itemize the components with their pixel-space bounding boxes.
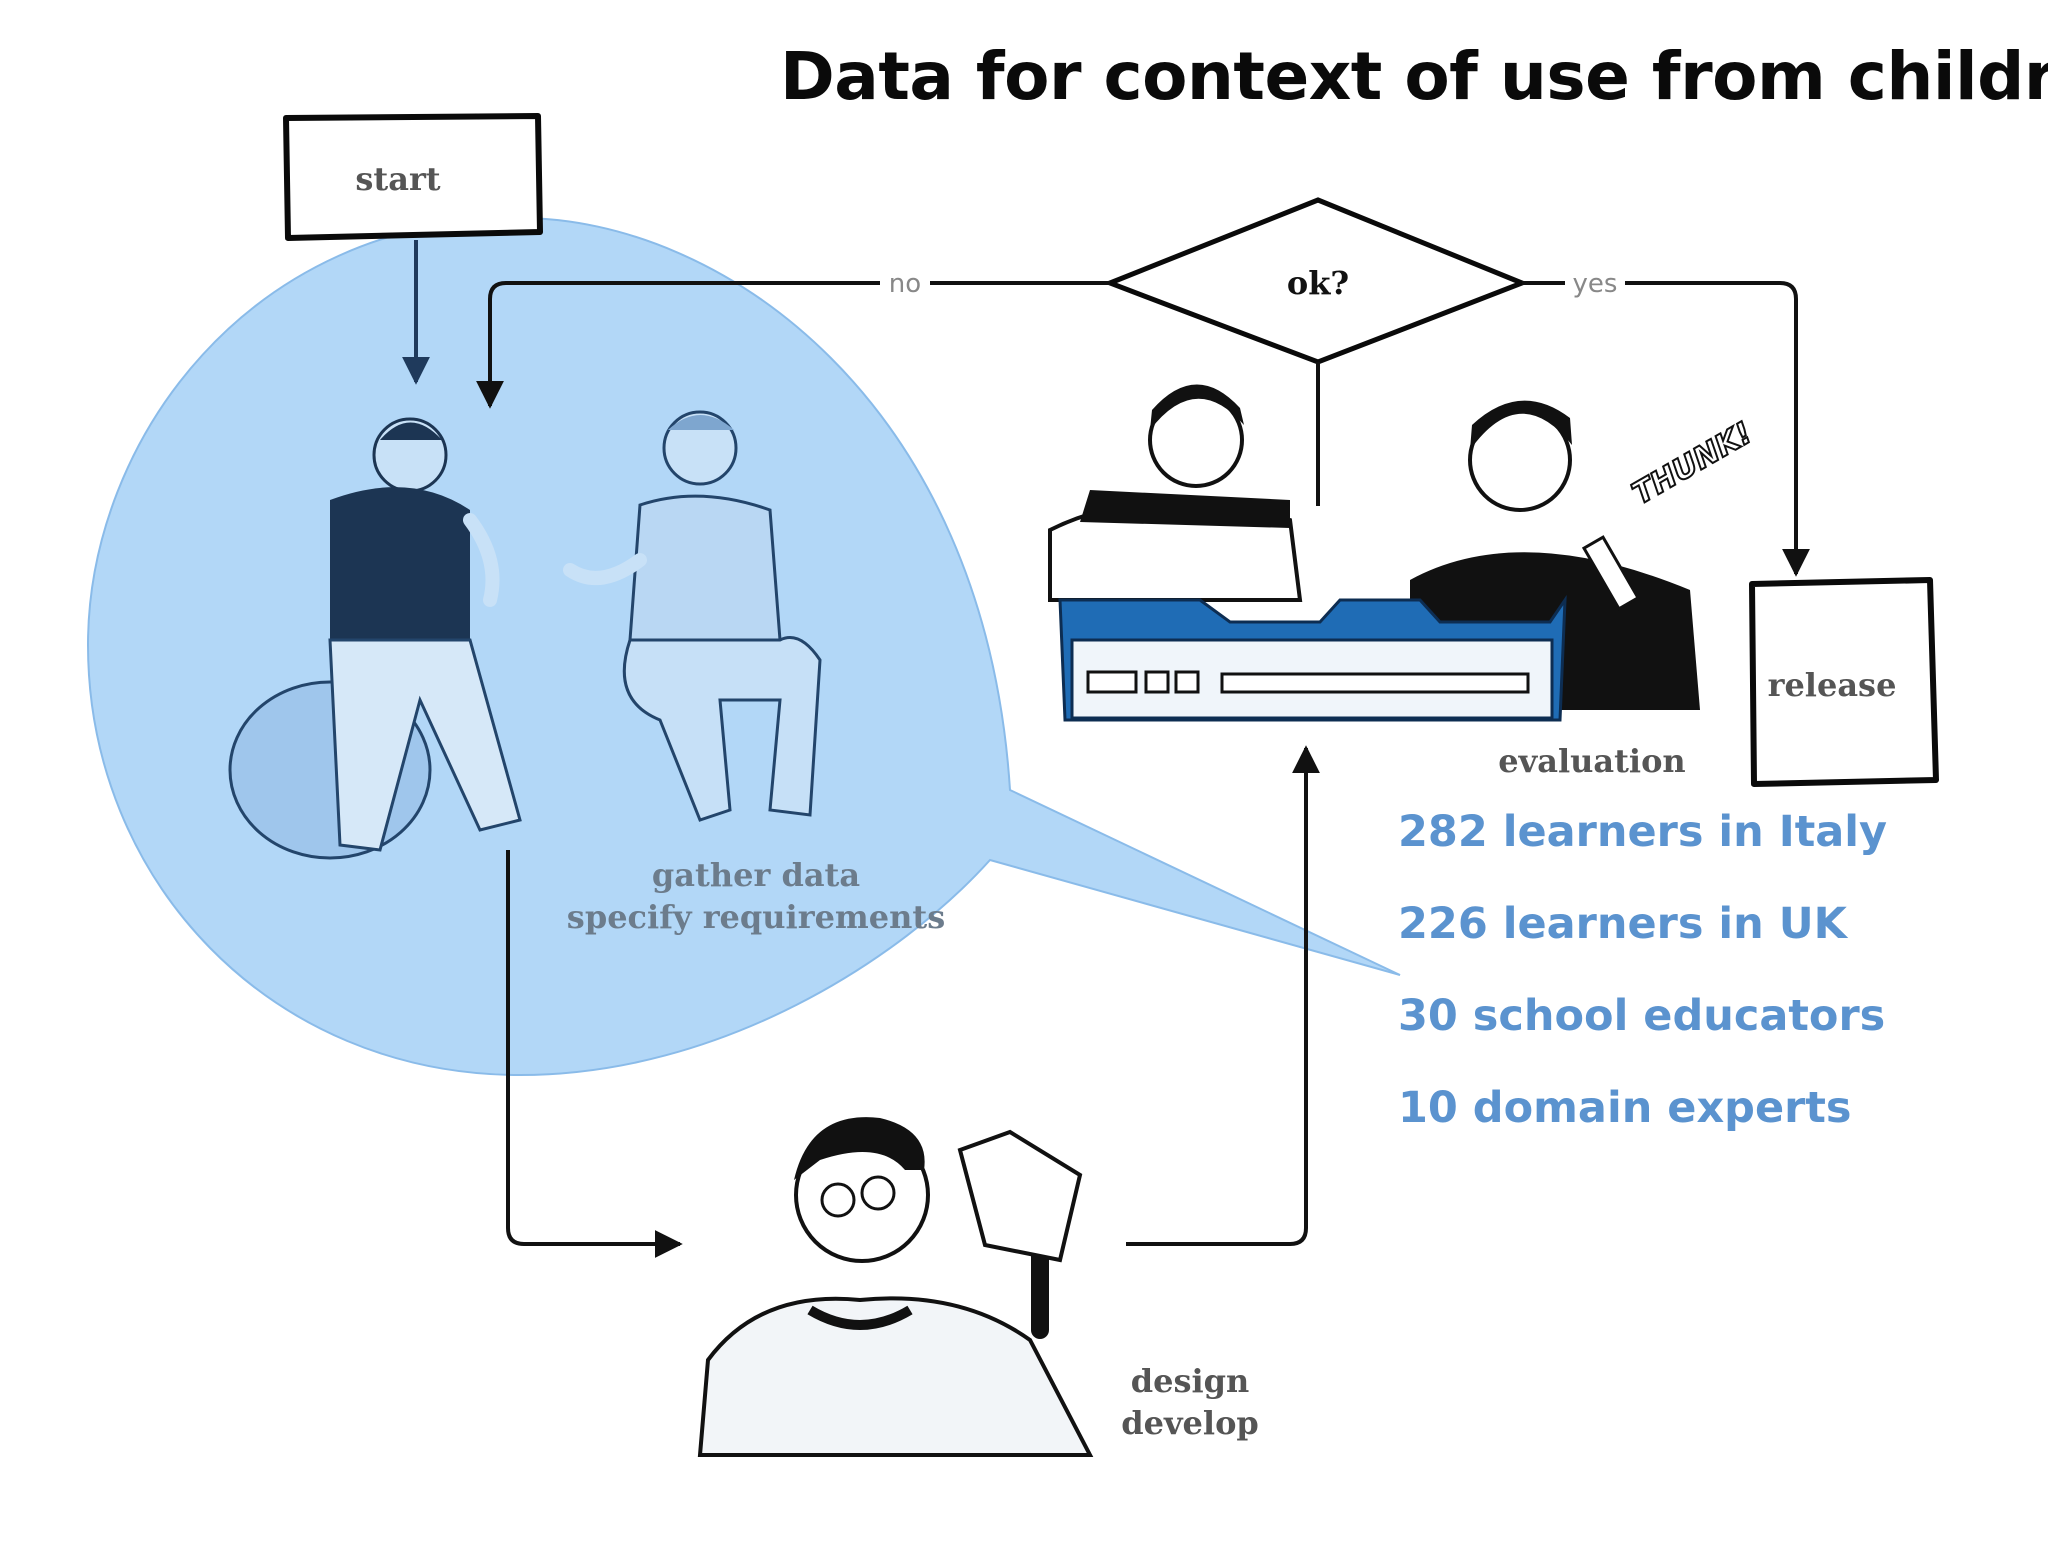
stat-item: 30 school educators xyxy=(1398,991,1886,1041)
evaluation-illustration: THUNK! xyxy=(1048,384,1759,722)
gather-label-line1: gather data xyxy=(652,856,860,894)
gather-to-design-arrow xyxy=(506,850,683,1258)
stats-list: 282 learners in Italy 226 learners in UK… xyxy=(1398,800,2038,1168)
hammer-icon xyxy=(1581,535,1641,611)
stat-item: 226 learners in UK xyxy=(1398,899,1847,949)
stat-item: 282 learners in Italy xyxy=(1398,807,1888,857)
no-branch-arrow xyxy=(476,281,1110,409)
design-illustration xyxy=(697,1117,1094,1457)
stat-item: 10 domain experts xyxy=(1398,1083,1852,1133)
sound-effect: THUNK! xyxy=(1627,416,1759,512)
yes-label: yes xyxy=(1573,269,1618,299)
person-torso xyxy=(697,1296,1094,1457)
release-node: release xyxy=(1749,577,1939,787)
gather-illustration xyxy=(228,410,822,860)
start-node: start xyxy=(283,113,543,241)
decision-node: ok? xyxy=(1103,197,1529,365)
gather-label-line2: specify requirements xyxy=(567,898,945,936)
paper-icon xyxy=(957,1129,1083,1263)
person-torso xyxy=(330,487,470,640)
design-label-line2: develop xyxy=(1121,1404,1259,1442)
no-label: no xyxy=(889,269,921,299)
start-label: start xyxy=(355,160,440,198)
design-label-line1: design xyxy=(1131,1362,1250,1400)
person-torso xyxy=(628,494,782,642)
page-title: Data for context of use from children xyxy=(780,38,2048,115)
evaluation-label: evaluation xyxy=(1498,742,1685,780)
decision-label: ok? xyxy=(1287,264,1349,302)
release-label: release xyxy=(1768,666,1897,704)
design-to-evaluation-arrow xyxy=(1126,745,1320,1246)
yes-branch-arrow xyxy=(1522,281,1810,577)
